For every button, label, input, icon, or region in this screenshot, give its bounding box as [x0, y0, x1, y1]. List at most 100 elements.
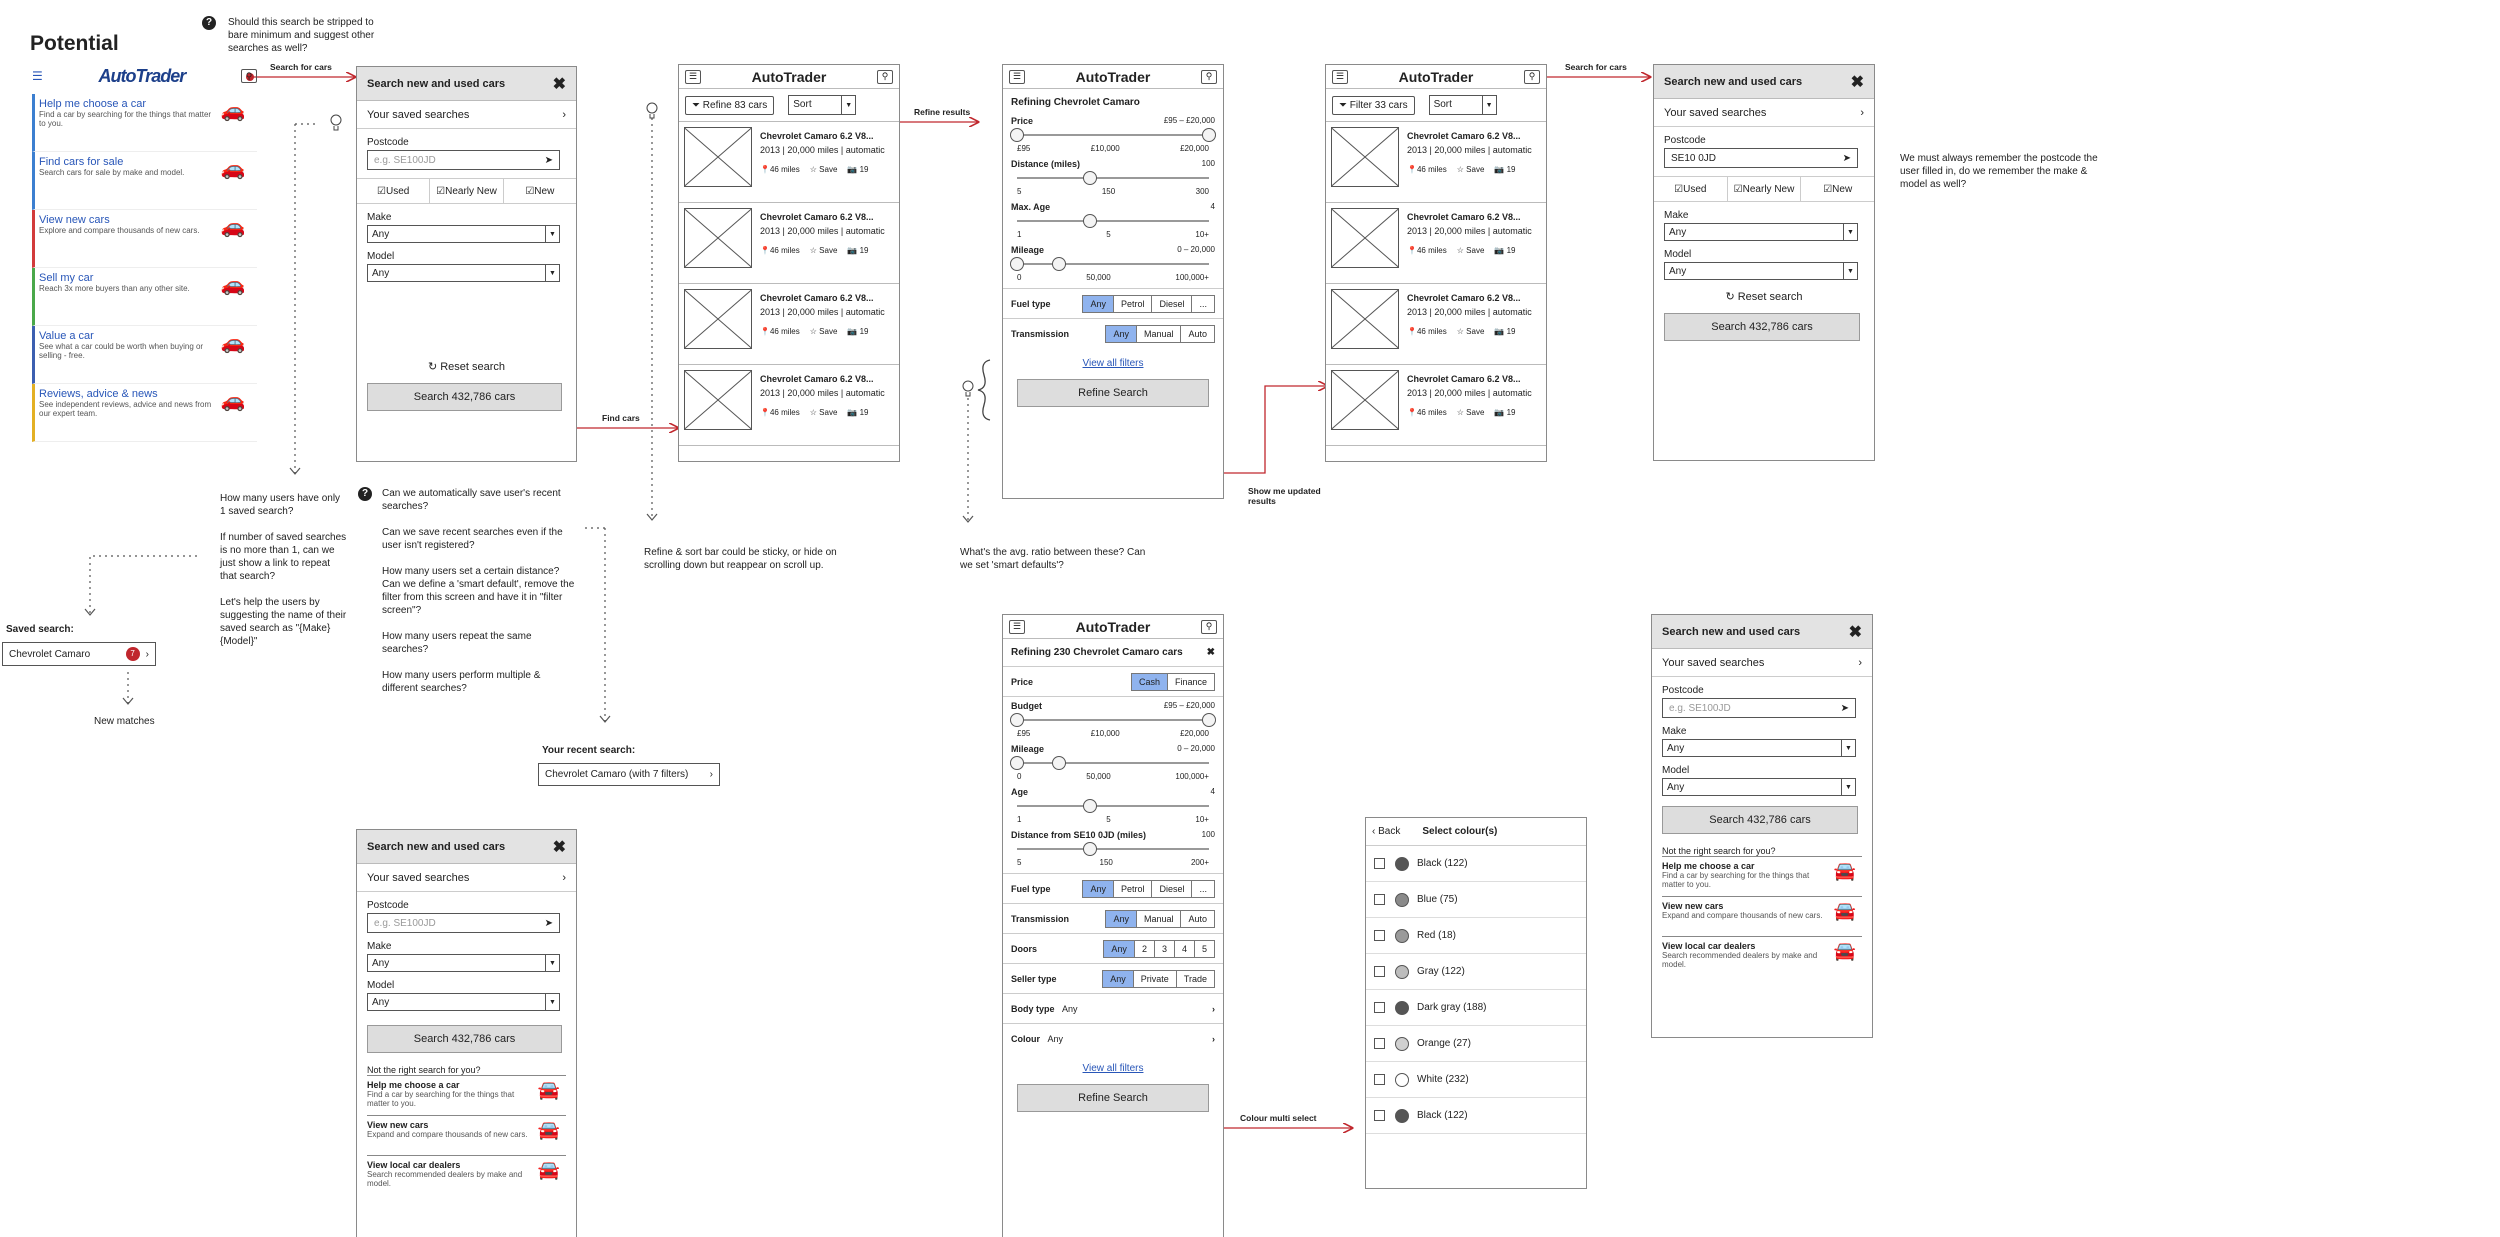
nearly-new-checkbox[interactable]: ☑ Nearly New	[1728, 177, 1802, 201]
age-slider[interactable]	[1017, 214, 1209, 228]
budget-slider[interactable]	[1010, 713, 1216, 727]
result-card[interactable]: Chevrolet Camaro 6.2 V8...2013 | 20,000 …	[679, 365, 899, 446]
saved-searches-link[interactable]: Your saved searches›	[1654, 99, 1874, 127]
menu-icon[interactable]: ☰	[1332, 69, 1348, 84]
segment-option[interactable]: Auto	[1188, 328, 1207, 339]
location-arrow-icon[interactable]: ➤	[544, 917, 553, 929]
save-link[interactable]: ☆ Save	[809, 246, 838, 255]
segment-option[interactable]: Trade	[1183, 973, 1207, 984]
segment-option[interactable]: 3	[1155, 940, 1175, 957]
model-select[interactable]: Any▼	[367, 993, 560, 1011]
location-arrow-icon[interactable]: ➤	[1840, 702, 1849, 714]
model-select[interactable]: Any▼	[1664, 262, 1858, 280]
search-button[interactable]: Search 432,786 cars	[367, 1025, 562, 1053]
postcode-input[interactable]: e.g. SE100JD➤	[367, 913, 560, 933]
colour-option[interactable]: Blue (75)	[1366, 882, 1586, 918]
search-button[interactable]: Search 432,786 cars	[1664, 313, 1860, 341]
new-checkbox[interactable]: ☑ New	[1823, 183, 1853, 195]
search-icon[interactable]: ⚲	[1524, 69, 1540, 84]
refine-button[interactable]: ⏷ Refine 83 cars	[685, 95, 775, 115]
recent-search-item[interactable]: Chevrolet Camaro (with 7 filters) ›	[538, 763, 720, 786]
colour-checkbox[interactable]	[1374, 1038, 1385, 1049]
segment-option[interactable]: 5	[1201, 943, 1207, 954]
save-link[interactable]: ☆ Save	[1456, 246, 1485, 255]
close-icon[interactable]: ✖	[1850, 73, 1864, 91]
close-icon[interactable]: ✖	[552, 838, 566, 856]
make-select[interactable]: Any▼	[367, 225, 560, 243]
segment-option[interactable]: Manual	[1137, 910, 1182, 927]
postcode-input[interactable]: e.g. SE100JD➤	[367, 150, 560, 170]
nearly-new-checkbox[interactable]: ☑ Nearly New	[430, 179, 504, 203]
location-arrow-icon[interactable]: ➤	[544, 154, 553, 166]
save-link[interactable]: ☆ Save	[809, 408, 838, 417]
segment-option[interactable]: Any	[1103, 970, 1134, 987]
model-select[interactable]: Any▼	[1662, 778, 1856, 796]
refine-search-button[interactable]: Refine Search	[1017, 379, 1209, 407]
colour-option[interactable]: Red (18)	[1366, 918, 1586, 954]
reset-search-link[interactable]: ↻ Reset search	[427, 361, 506, 373]
search-icon[interactable]: ⚲	[877, 69, 893, 84]
colour-checkbox[interactable]	[1374, 1002, 1385, 1013]
segment-option[interactable]: Any	[1104, 940, 1135, 957]
save-link[interactable]: ☆ Save	[809, 165, 838, 174]
reset-search-link[interactable]: ↻ Reset search	[1725, 291, 1803, 303]
colour-option[interactable]: Gray (122)	[1366, 954, 1586, 990]
mileage-slider[interactable]	[1010, 756, 1209, 770]
colour-option[interactable]: White (232)	[1366, 1062, 1586, 1098]
segment-option[interactable]: ...	[1199, 298, 1207, 309]
colour-checkbox[interactable]	[1374, 894, 1385, 905]
location-arrow-icon[interactable]: ➤	[1842, 152, 1851, 164]
save-link[interactable]: ☆ Save	[1456, 165, 1485, 174]
view-all-filters-link[interactable]: View all filters	[1082, 1063, 1144, 1074]
save-link[interactable]: ☆ Save	[809, 327, 838, 336]
refine-search-button[interactable]: Refine Search	[1017, 1084, 1209, 1112]
result-card[interactable]: Chevrolet Camaro 6.2 V8...2013 | 20,000 …	[1326, 203, 1546, 284]
segment-option[interactable]: Diesel	[1152, 880, 1193, 897]
result-card[interactable]: Chevrolet Camaro 6.2 V8...2013 | 20,000 …	[679, 284, 899, 365]
back-button[interactable]: ‹ Back	[1372, 826, 1401, 837]
menu-icon[interactable]: ☰	[1009, 619, 1025, 634]
segment-option[interactable]: Manual	[1137, 325, 1182, 342]
result-card[interactable]: Chevrolet Camaro 6.2 V8...2013 | 20,000 …	[1326, 365, 1546, 446]
close-icon[interactable]: ✖	[552, 75, 566, 93]
close-icon[interactable]: ✖	[1848, 623, 1862, 641]
search-button[interactable]: Search 432,786 cars	[367, 383, 562, 411]
mileage-slider[interactable]	[1010, 257, 1209, 271]
sort-select[interactable]: Sort▼	[1428, 95, 1497, 115]
colour-checkbox[interactable]	[1374, 1074, 1385, 1085]
make-select[interactable]: Any▼	[1664, 223, 1858, 241]
menu-icon[interactable]: ☰	[685, 69, 701, 84]
search-icon[interactable]: ⚲	[1201, 619, 1217, 634]
result-card[interactable]: Chevrolet Camaro 6.2 V8...2013 | 20,000 …	[1326, 284, 1546, 365]
segment-option[interactable]: Any	[1083, 295, 1114, 312]
save-link[interactable]: ☆ Save	[1456, 408, 1485, 417]
colour-option[interactable]: Orange (27)	[1366, 1026, 1586, 1062]
colour-option[interactable]: Dark gray (188)	[1366, 990, 1586, 1026]
saved-searches-link[interactable]: Your saved searches›	[1652, 649, 1872, 677]
segment-option[interactable]: Petrol	[1114, 295, 1153, 312]
search-icon[interactable]: ⚲	[240, 69, 257, 83]
body-type-row[interactable]: Body type Any›	[1003, 993, 1223, 1023]
segment-option[interactable]: Any	[1106, 325, 1137, 342]
filter-button[interactable]: ⏷ Filter 33 cars	[1332, 95, 1415, 115]
used-checkbox[interactable]: ☑ Used	[1654, 177, 1728, 201]
age-slider[interactable]	[1017, 799, 1209, 813]
colour-checkbox[interactable]	[1374, 966, 1385, 977]
segment-option[interactable]: ...	[1199, 883, 1207, 894]
segment-option[interactable]: 4	[1175, 940, 1195, 957]
save-link[interactable]: ☆ Save	[1456, 327, 1485, 336]
segment-option[interactable]: Diesel	[1152, 295, 1193, 312]
search-button[interactable]: Search 432,786 cars	[1662, 806, 1858, 834]
saved-searches-link[interactable]: Your saved searches›	[357, 101, 576, 129]
result-card[interactable]: Chevrolet Camaro 6.2 V8...2013 | 20,000 …	[679, 122, 899, 203]
